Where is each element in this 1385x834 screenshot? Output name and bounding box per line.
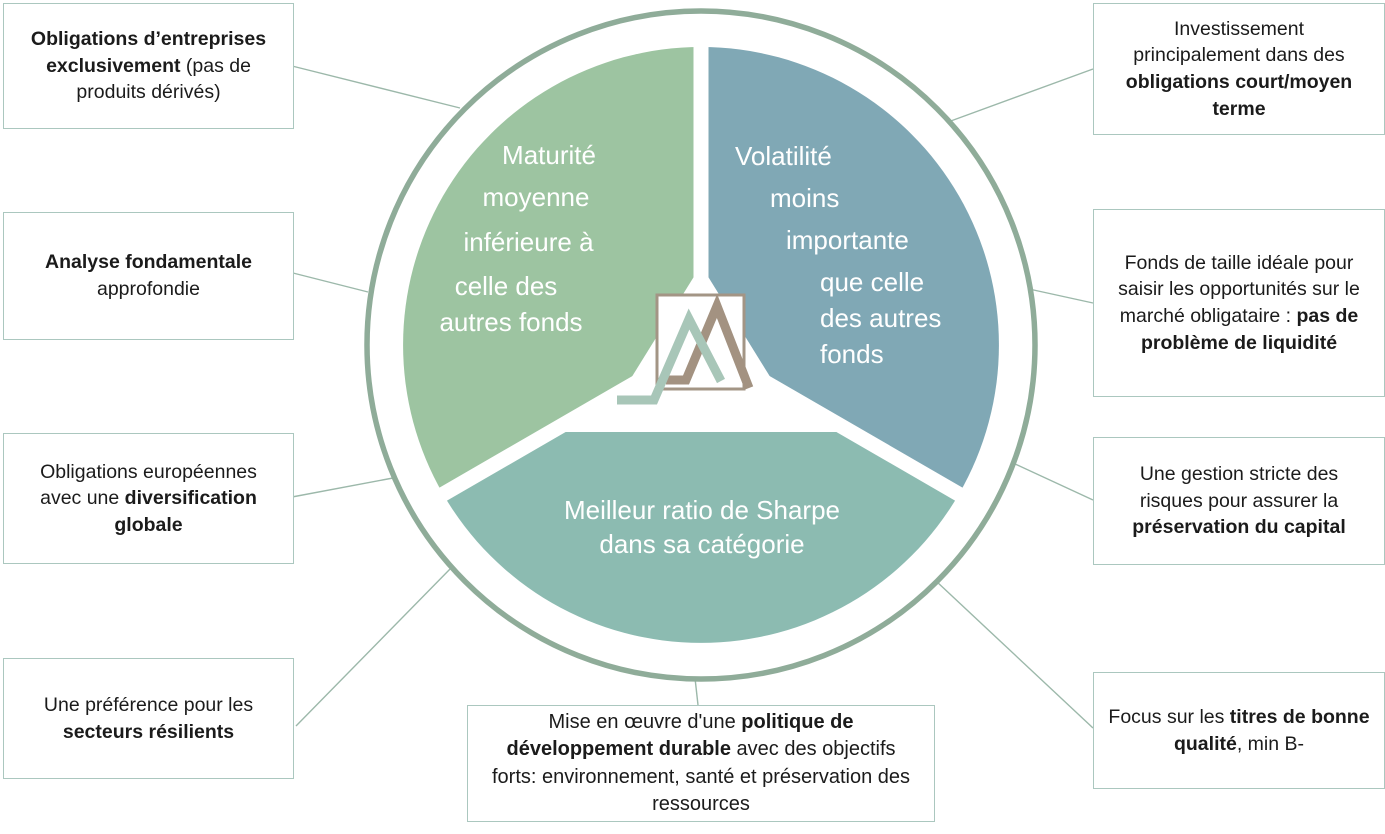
segment-sharpe-line: Meilleur ratio de Sharpe [563,495,841,525]
segment-volatilite-line: fonds [820,339,884,369]
connector-top-right [947,68,1094,123]
callout-text: Obligations européennes avec une diversi… [4,457,293,541]
segment-volatilite-line: que celle [820,267,925,297]
connector-top-left [291,65,461,109]
segment-sharpe-line: dans sa catégorie [599,529,805,559]
connector-bottom-right [935,580,1094,729]
callout-analyse-fondamentale: Analyse fondamentale approfondie [3,212,294,340]
callout-text-regular: Investissement principalement dans des [1133,17,1345,67]
callout-text-bold: secteurs résilients [62,720,235,743]
callout-text-bold: Obligations d’entreprises exclusivement [30,28,267,77]
segment-maturite-line: celle des [454,271,558,301]
callout-text: Une gestion stricte des risques pour ass… [1094,459,1384,543]
segment-sharpe [443,345,959,643]
callout-text-regular: , min B- [1236,732,1305,755]
connector-mid-left-upper [292,272,369,293]
callout-text-bold: obligations court/moyen terme [1125,71,1353,120]
callout-text-regular: approfondie [96,278,200,300]
segment-volatilite-line: moins [770,183,840,213]
callout-text: Obligations d’entreprises exclusivement … [4,24,293,108]
callout-text: Une préférence pour les secteurs résilie… [4,690,293,747]
callout-text-regular: Une préférence pour les [43,693,254,716]
callout-obligations-entreprises: Obligations d’entreprises exclusivement … [3,3,294,129]
callout-investissement-obligations: Investissement principalement dans des o… [1093,3,1385,135]
callout-text-bold: titres de bonne qualité [1173,705,1370,755]
segment-maturite-line: inférieure à [463,227,594,257]
callout-text-bold: Analyse fondamentale [45,251,252,274]
connector-mid-left-lower [291,477,394,498]
segment-volatilite-line: des autres [820,303,942,333]
callout-text: Focus sur les titres de bonne qualité, m… [1094,702,1384,759]
callout-text: Mise en œuvre d'une politique de dévelop… [468,707,934,820]
mountain-logo [617,293,754,405]
connector-mid-right-lower [1012,462,1094,501]
callout-gestion-risques: Une gestion stricte des risques pour ass… [1093,437,1385,565]
callout-developpement-durable: Mise en œuvre d'une politique de dévelop… [467,705,935,822]
callout-secteurs-resilients: Une préférence pour les secteurs résilie… [3,658,294,779]
segment-volatilite-line: importante [786,225,909,255]
callout-text-regular: (pas de produits dérivés) [76,54,251,104]
callout-text-bold: diversification globale [114,487,257,536]
callout-text-regular: avec des objectifs forts: environnement,… [491,738,910,815]
callout-text: Fonds de taille idéale pour saisir les o… [1094,248,1384,358]
logo-front-peak [617,308,725,405]
callout-text-bold: pas de problème de liquidité [1140,305,1359,354]
segment-maturite-line: moyenne [482,182,590,212]
callout-text-bold: politique de développement durable [506,711,854,761]
callout-titres-bonne-qualite: Focus sur les titres de bonne qualité, m… [1093,672,1385,789]
callout-text-regular: Focus sur les [1108,705,1230,728]
callout-text-regular: Obligations européennes avec une [40,460,257,510]
callout-text-regular: Mise en œuvre d'une [548,711,742,734]
segment-maturite-line: Maturité [502,140,596,170]
outer-ring [364,8,1038,682]
callout-text-bold: préservation du capital [1132,516,1346,539]
callout-text-regular: Une gestion stricte des risques pour ass… [1139,463,1339,512]
connector-lines [291,65,1094,729]
connector-mid-right-upper [1028,288,1094,304]
connector-bottom-left [295,566,453,727]
callout-text: Analyse fondamentale approfondie [4,247,293,304]
callout-obligations-europeennes: Obligations européennes avec une diversi… [3,433,294,564]
segment-maturite-line: autres fonds [439,307,583,337]
connector-bottom-center [694,677,699,706]
callout-taille-ideale: Fonds de taille idéale pour saisir les o… [1093,209,1385,397]
callout-text: Investissement principalement dans des o… [1094,14,1384,124]
segment-volatilite-line: Volatilité [735,141,832,171]
callout-text-regular: Fonds de taille idéale pour saisir les o… [1118,251,1360,327]
